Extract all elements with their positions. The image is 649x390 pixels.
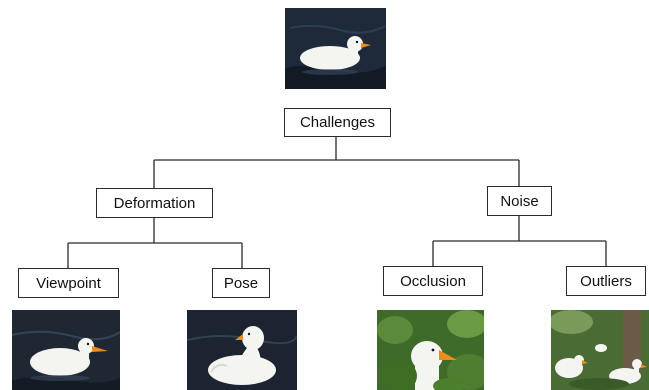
- node-challenges: Challenges: [284, 108, 391, 137]
- node-challenges-label: Challenges: [299, 114, 376, 131]
- node-pose: Pose: [212, 268, 270, 298]
- node-occlusion: Occlusion: [383, 266, 483, 296]
- node-viewpoint-label: Viewpoint: [36, 274, 101, 292]
- node-deformation-label: Deformation: [113, 194, 196, 212]
- node-outliers-label: Outliers: [580, 272, 632, 290]
- photo-viewpoint-duck: [12, 310, 120, 390]
- photo-pose-duck: [187, 310, 297, 390]
- node-occlusion-label: Occlusion: [400, 272, 466, 290]
- photo-top-duck: [285, 8, 386, 89]
- photo-occlusion-duck: [377, 310, 484, 390]
- photo-outliers-ducks: [551, 310, 649, 390]
- node-pose-label: Pose: [223, 274, 259, 292]
- node-viewpoint: Viewpoint: [18, 268, 119, 298]
- node-noise-label: Noise: [500, 192, 539, 210]
- node-outliers: Outliers: [566, 266, 646, 296]
- node-deformation: Deformation: [96, 188, 213, 218]
- node-noise: Noise: [487, 186, 552, 216]
